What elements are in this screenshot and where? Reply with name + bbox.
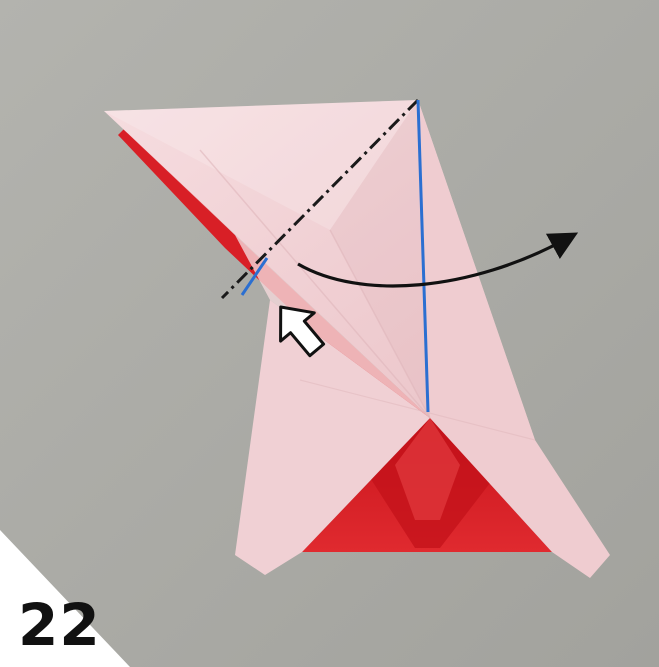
- step-number: 22: [18, 596, 101, 654]
